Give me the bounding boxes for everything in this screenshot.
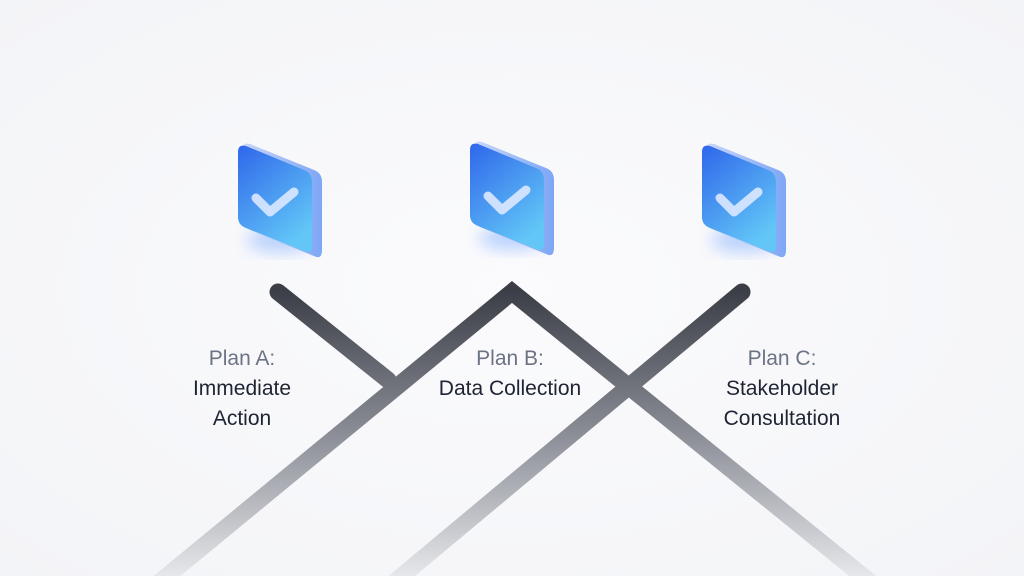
plan-c-label: Plan C: Stakeholder Consultation: [672, 344, 892, 434]
plan-a-label: Plan A: Immediate Action: [132, 344, 352, 434]
plan-b-label: Plan B: Data Collection: [400, 344, 620, 404]
plan-c-title: Plan C:: [747, 347, 817, 370]
plan-b-title: Plan B:: [476, 347, 544, 370]
plan-b-subtitle-1: Data Collection: [438, 377, 582, 400]
checkbox-check-icon: [236, 140, 322, 260]
checkbox-check-icon: [700, 140, 786, 260]
line-plan-a: [269, 283, 397, 389]
line-plan-b: [153, 281, 877, 576]
line-plan-c: [388, 283, 751, 576]
plan-c-subtitle-1: Stakeholder: [725, 377, 839, 400]
plan-a-subtitle-2: Action: [212, 407, 272, 430]
plan-a-subtitle-1: Immediate: [192, 377, 292, 400]
checkbox-check-icon: [468, 138, 554, 258]
plan-a-title: Plan A:: [208, 347, 276, 370]
plan-c-subtitle-2: Consultation: [723, 407, 841, 430]
